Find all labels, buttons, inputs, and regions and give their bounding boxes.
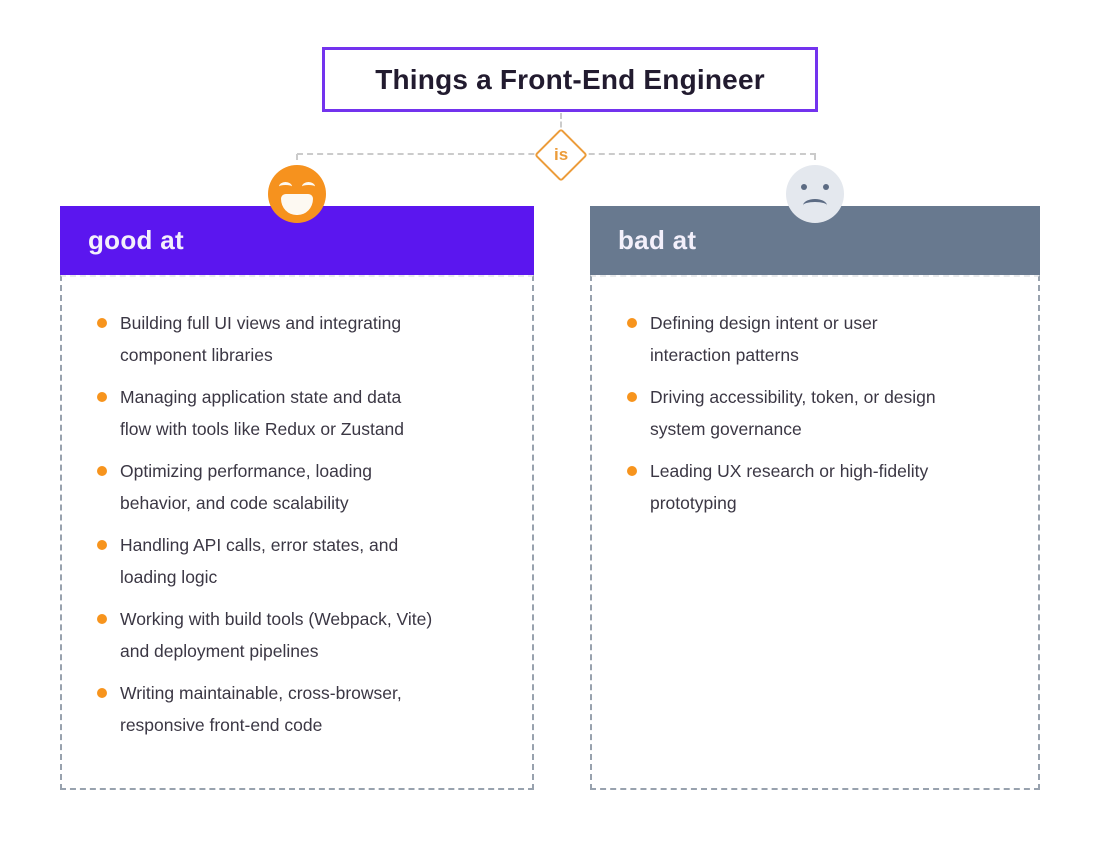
sad-eye-right [823, 184, 829, 190]
sad-mouth [803, 199, 827, 212]
list-item-text: Optimizing performance, loading behavior… [120, 461, 372, 513]
happy-face-icon [268, 165, 326, 223]
bullet-icon [97, 540, 107, 550]
good-at-label: good at [88, 225, 184, 255]
list-item: Driving accessibility, token, or design … [627, 381, 1018, 445]
bullet-icon [627, 466, 637, 476]
list-item: Managing application state and data flow… [97, 381, 512, 445]
bad-at-label: bad at [618, 225, 697, 255]
bullet-icon [97, 688, 107, 698]
happy-eye-right [302, 182, 315, 191]
sad-face-icon [786, 165, 844, 223]
list-item-text: Leading UX research or high-fidelity pro… [650, 461, 929, 513]
list-item-text: Handling API calls, error states, and lo… [120, 535, 399, 587]
list-item: Working with build tools (Webpack, Vite)… [97, 603, 512, 667]
page-title: Things a Front-End Engineer [375, 63, 765, 95]
is-diamond-connector: is [534, 128, 588, 182]
bullet-icon [627, 392, 637, 402]
connector-line-bad [814, 154, 816, 172]
bad-at-list-panel: Defining design intent or user interacti… [590, 275, 1040, 790]
list-item-text: Writing maintainable, cross-browser, res… [120, 683, 402, 735]
list-item: Leading UX research or high-fidelity pro… [627, 455, 1018, 519]
list-item-text: Managing application state and data flow… [120, 387, 405, 439]
list-item: Defining design intent or user interacti… [627, 307, 1018, 371]
list-item-text: Building full UI views and integrating c… [120, 313, 402, 365]
good-at-list-panel: Building full UI views and integrating c… [60, 275, 534, 790]
list-item: Handling API calls, error states, and lo… [97, 529, 512, 593]
bullet-icon [627, 318, 637, 328]
happy-mouth [281, 194, 313, 215]
list-item: Optimizing performance, loading behavior… [97, 455, 512, 519]
good-at-list: Building full UI views and integrating c… [97, 307, 512, 741]
sad-eye-left [801, 184, 807, 190]
list-item-text: Driving accessibility, token, or design … [650, 387, 936, 439]
is-label: is [553, 145, 569, 164]
connector-line-good [296, 154, 298, 172]
bullet-icon [97, 614, 107, 624]
bullet-icon [97, 318, 107, 328]
list-item: Writing maintainable, cross-browser, res… [97, 677, 512, 741]
list-item-text: Defining design intent or user interacti… [650, 313, 878, 365]
bullet-icon [97, 392, 107, 402]
title-box: Things a Front-End Engineer [322, 47, 818, 112]
bullet-icon [97, 466, 107, 476]
happy-eye-left [279, 182, 292, 191]
connector-line-title [560, 113, 562, 136]
bad-at-list: Defining design intent or user interacti… [627, 307, 1018, 519]
list-item-text: Working with build tools (Webpack, Vite)… [120, 609, 433, 661]
list-item: Building full UI views and integrating c… [97, 307, 512, 371]
